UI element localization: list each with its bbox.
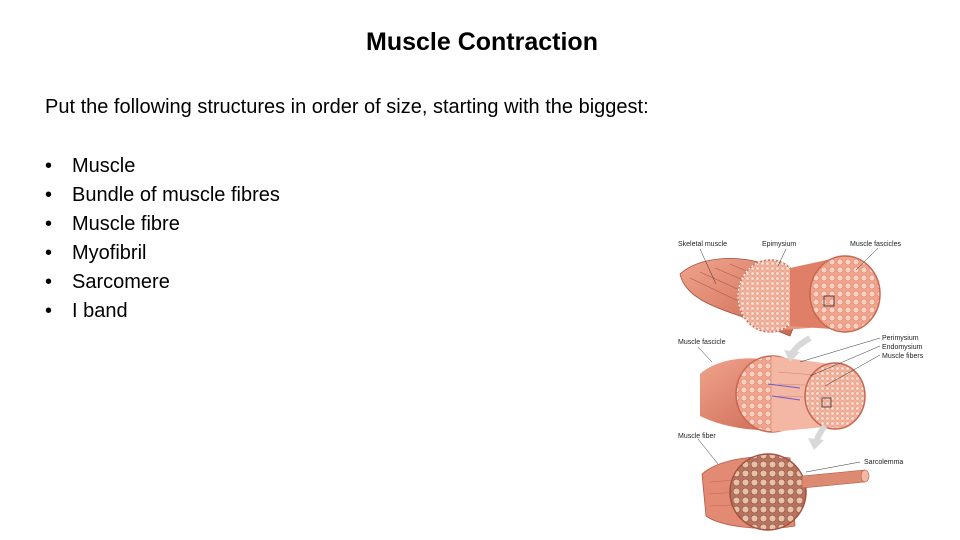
bullet-icon: • bbox=[45, 242, 53, 264]
bullet-icon: • bbox=[45, 300, 53, 322]
list-item: • Myofibril bbox=[45, 239, 280, 268]
label-epimysium: Epimysium bbox=[762, 241, 796, 248]
muscle-structure-illustration: Skeletal muscle Epimysium Muscle fascicl… bbox=[660, 226, 960, 540]
label-muscle-fascicles: Muscle fascicles bbox=[850, 241, 901, 248]
list-item: • Sarcomere bbox=[45, 268, 280, 297]
list-item: • Muscle bbox=[45, 152, 280, 181]
label-endomysium: Endomysium bbox=[882, 344, 923, 351]
bullet-icon: • bbox=[45, 213, 53, 235]
list-item-text: Sarcomere bbox=[72, 271, 170, 293]
label-muscle-fascicle: Muscle fascicle bbox=[678, 339, 726, 346]
label-muscle-fiber: Muscle fiber bbox=[678, 433, 716, 440]
label-perimysium: Perimysium bbox=[882, 335, 919, 342]
muscle-fascicle-panel bbox=[700, 355, 866, 433]
list-item-text: Bundle of muscle fibres bbox=[72, 184, 280, 206]
muscle-diagram: Skeletal muscle Epimysium Muscle fascicl… bbox=[678, 241, 924, 531]
label-sarcolemma: Sarcolemma bbox=[864, 459, 903, 466]
list-item-text: Myofibril bbox=[72, 242, 147, 264]
bullet-list: • Muscle • Bundle of muscle fibres • Muscle… bbox=[45, 152, 280, 326]
list-item: • I band bbox=[45, 297, 280, 326]
bullet-icon: • bbox=[45, 155, 53, 177]
list-item-text: Muscle bbox=[72, 155, 136, 177]
list-item-text: Muscle fibre bbox=[72, 213, 180, 235]
skeletal-muscle-panel bbox=[679, 255, 881, 337]
instruction-text: Put the following structures in order of… bbox=[45, 96, 649, 118]
bullet-icon: • bbox=[45, 271, 53, 293]
bullet-icon: • bbox=[45, 184, 53, 206]
list-item-text: I band bbox=[72, 300, 128, 322]
list-item: • Muscle fibre bbox=[45, 210, 280, 239]
label-skeletal-muscle: Skeletal muscle bbox=[678, 241, 727, 248]
list-item: • Bundle of muscle fibres bbox=[45, 181, 280, 210]
label-muscle-fibers: Muscle fibers bbox=[882, 353, 924, 360]
slide-title: Muscle Contraction bbox=[366, 28, 598, 56]
muscle-fiber-panel bbox=[701, 453, 870, 531]
leader-lines bbox=[697, 247, 881, 473]
